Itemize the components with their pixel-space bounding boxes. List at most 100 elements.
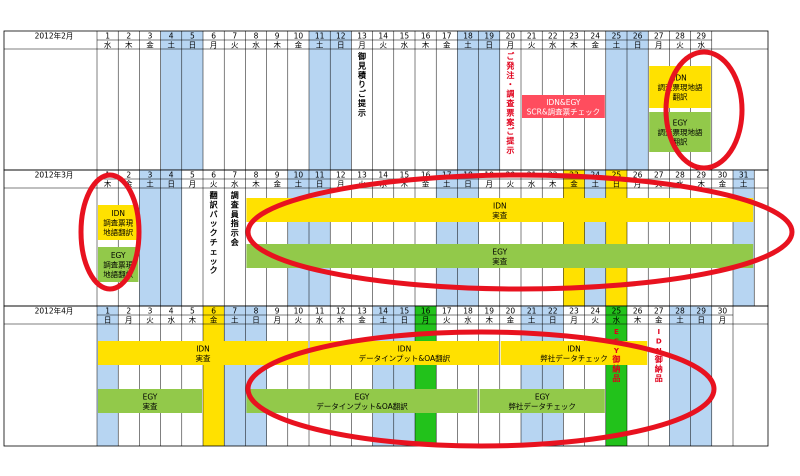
weekday-label: 木: [549, 179, 557, 189]
highlight-ellipse: [245, 172, 795, 292]
weekday-label: 木: [189, 315, 197, 325]
day-number: 11: [315, 307, 325, 316]
day-column-fill: [139, 170, 161, 306]
day-column-fill: [309, 31, 331, 170]
event-label: EGY: [355, 392, 370, 401]
vertical-char: 指: [231, 218, 239, 228]
day-number: 19: [484, 32, 494, 41]
event-label: IDN&EGY: [546, 98, 581, 107]
weekday-label: 日: [613, 180, 621, 189]
weekday-label: 木: [570, 40, 578, 50]
event-label: EGY: [492, 247, 507, 256]
event-label: 翻訳: [673, 92, 688, 102]
event-label: EGY: [143, 392, 158, 401]
event-label: 弊社データチェック: [508, 401, 576, 411]
weekday-label: 火: [676, 41, 684, 50]
day-number: 29: [696, 32, 706, 41]
day-number: 21: [527, 32, 537, 41]
day-number: 28: [675, 171, 685, 180]
weekday-label: 月: [485, 180, 493, 189]
highlight-ellipse: [663, 49, 745, 171]
day-number: 1: [105, 32, 110, 41]
vertical-char: 御: [611, 354, 620, 364]
day-number: 28: [675, 307, 685, 316]
weekday-label: 月: [634, 180, 642, 189]
weekday-label: 火: [528, 41, 536, 50]
month-title: 2012年3月: [35, 170, 74, 180]
event-label: 実査: [143, 401, 158, 411]
weekday-label: 日: [337, 41, 345, 50]
vertical-char: り: [358, 80, 366, 89]
weekday-label: 月: [358, 41, 366, 50]
day-number: 19: [484, 307, 494, 316]
day-number: 25: [612, 171, 622, 180]
weekday-label: 木: [401, 179, 409, 189]
weekday-label: 火: [210, 180, 218, 189]
vertical-char: 見: [357, 60, 366, 70]
day-column-fill: [97, 306, 119, 446]
weekday-label: 水: [613, 315, 621, 325]
vertical-char: 品: [655, 374, 663, 383]
vertical-char: 訳: [210, 199, 219, 209]
weekday-label: 日: [189, 41, 197, 50]
day-number: 17: [442, 307, 452, 316]
weekday-label: 金: [295, 40, 303, 50]
day-number: 12: [336, 171, 346, 180]
weekday-label: 月: [570, 316, 578, 325]
day-column-fill: [415, 306, 437, 446]
weekday-label: 火: [591, 316, 599, 325]
weekday-label: 日: [104, 316, 112, 325]
event-bar: [98, 389, 202, 413]
weekday-label: 水: [464, 315, 472, 325]
vertical-char: 示: [505, 146, 514, 155]
vertical-char: ク: [210, 228, 218, 238]
event-bar: [246, 389, 478, 413]
day-column-fill: [330, 31, 352, 170]
day-column-fill: [542, 306, 564, 446]
weekday-label: 水: [528, 179, 536, 189]
highlight-ellipse: [245, 329, 717, 449]
weekday-label: 土: [528, 315, 536, 325]
event-label: IDN: [673, 74, 687, 83]
weekday-label: 土: [740, 179, 748, 189]
vertical-char: Y: [613, 347, 620, 355]
vertical-char: ク: [210, 265, 218, 275]
event-label: IDN: [493, 201, 507, 210]
vertical-char: 積: [357, 70, 367, 80]
weekday-label: 月: [189, 180, 197, 189]
day-number: 26: [633, 307, 643, 316]
vertical-char: 翻: [210, 190, 218, 200]
weekday-label: 金: [146, 40, 154, 50]
day-number: 5: [190, 307, 195, 316]
event-bar: [649, 112, 711, 152]
weekday-label: 火: [443, 316, 451, 325]
day-number: 9: [275, 171, 280, 180]
weekday-label: 土: [591, 179, 599, 189]
event-label: SCR&調査票チェック: [527, 106, 601, 116]
day-number: 20: [506, 307, 516, 316]
day-number: 9: [275, 32, 280, 41]
weekday-label: 月: [422, 316, 430, 325]
event-bar: [522, 95, 605, 118]
vertical-char: 票: [505, 107, 514, 117]
day-column-fill: [393, 306, 415, 446]
day-number: 16: [421, 171, 431, 180]
weekday-label: 木: [634, 315, 642, 325]
day-number: 12: [336, 32, 346, 41]
weekday-label: 日: [316, 180, 324, 189]
vertical-char: ご: [358, 89, 366, 99]
weekday-label: 木: [337, 315, 345, 325]
day-number: 31: [739, 171, 749, 180]
day-number: 17: [442, 32, 452, 41]
day-number: 11: [315, 32, 325, 41]
vertical-char: D: [656, 337, 662, 345]
day-column-fill: [478, 31, 500, 170]
weekday-label: 金: [358, 315, 366, 325]
weekday-label: 月: [125, 316, 133, 325]
event-label: 調査票現地語: [658, 127, 703, 137]
event-label: 翻訳: [673, 137, 688, 147]
